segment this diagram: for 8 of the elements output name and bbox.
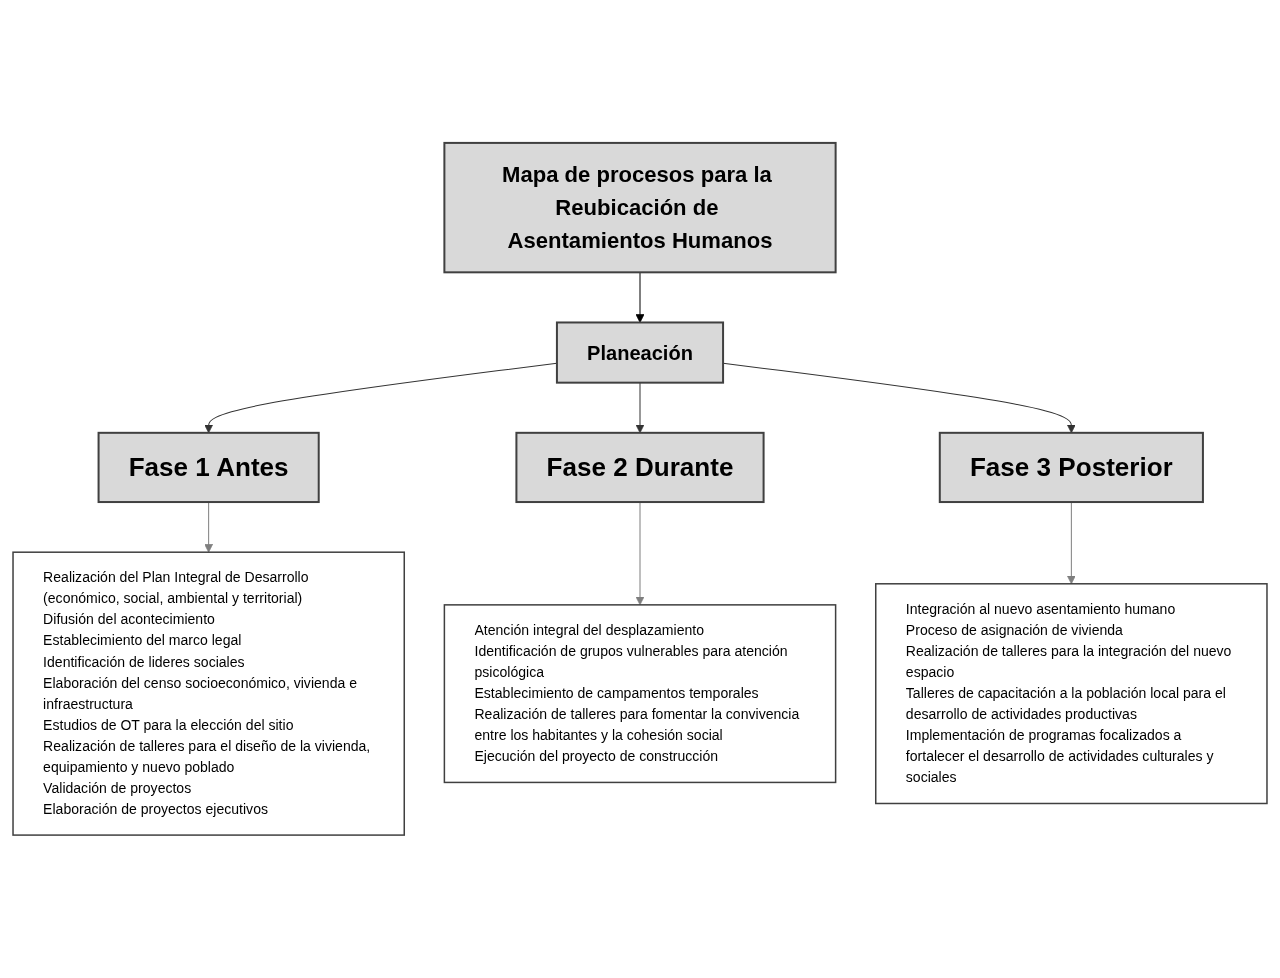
node-box: Mapa de procesos para la Reubicación de Asentamientos Humanos: [443, 141, 837, 274]
node-box: Fase 2 Durante: [515, 431, 765, 504]
node-box: Realización del Plan Integral de Desarrollo (económico, social, ambiental y territorial) Difusión del acontecimiento Establecimiento del marco legal Identificación de lideres sociales Elaboración del censo socioeconómico, vivienda e infraestructura Estudios de OT para la elección del sitio Realización de talleres para el diseño de la vivienda, equipamiento y nuevo poblado Validación de proyectos Elaboración de proyectos ejecutivos: [12, 551, 405, 836]
node-box: Fase 1 Antes: [97, 431, 320, 504]
node-box: Integración al nuevo asentamiento humano Proceso de asignación de vivienda Realización de talleres para la integración del nuevo espacio Talleres de capacitación a la población local para el desarrollo de actividades productivas Implementación de programas focalizados a fortalecer el desarrollo de actividades culturales y sociales: [875, 583, 1268, 805]
node-box: Planeación: [555, 321, 725, 384]
node-box: Atención integral del desplazamiento Identificación de grupos vulnerables para atención psicológica Establecimiento de campamentos temporales Realización de talleres para fomentar la convivencia entre los habitantes y la cohesión social Ejecución del proyecto de construcción: [443, 604, 837, 784]
node-box: Fase 3 Posterior: [938, 431, 1204, 504]
